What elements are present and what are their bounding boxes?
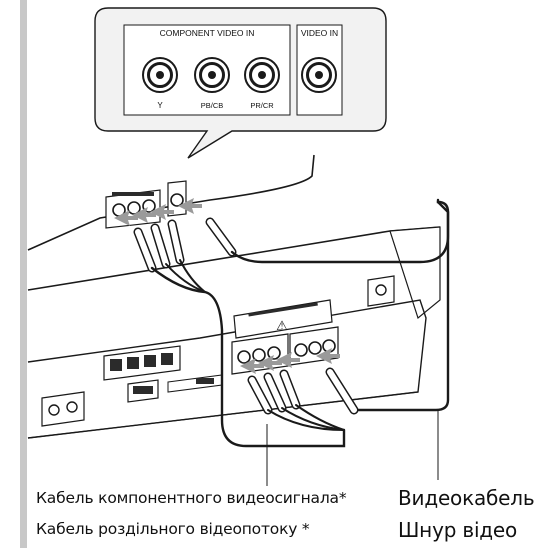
video-cable-caption-uk: Шнур відео — [398, 518, 518, 542]
leader-lines — [266, 410, 439, 486]
component-video-in-label: COMPONENT VIDEO IN — [160, 28, 255, 38]
y-jack-label: Y — [157, 101, 163, 110]
margin-bar — [20, 0, 27, 548]
component-cable-caption-uk: Кабель роздільного відеопотоку * — [36, 520, 310, 538]
component-cable — [133, 219, 346, 448]
video-cable — [205, 198, 450, 415]
player-rear-panel: ⚠ — [27, 226, 441, 439]
pr-jack-label: PR/CR — [250, 101, 274, 110]
y-jack — [142, 57, 178, 93]
video-cable-caption-ru: Видеокабель — [398, 486, 535, 510]
video-jack — [301, 57, 337, 93]
video-in-label: VIDEO IN — [301, 28, 338, 38]
component-cable-caption-ru: Кабель компонентного видеосигнала* — [36, 489, 347, 507]
pb-jack-label: PB/CB — [201, 101, 224, 110]
pr-jack — [244, 57, 280, 93]
tv-jack-callout: COMPONENT VIDEO IN VIDEO IN Y PB — [94, 7, 387, 159]
direction-arrows — [114, 198, 340, 374]
pb-jack — [194, 57, 230, 93]
svg-text:⚠: ⚠ — [276, 319, 288, 334]
